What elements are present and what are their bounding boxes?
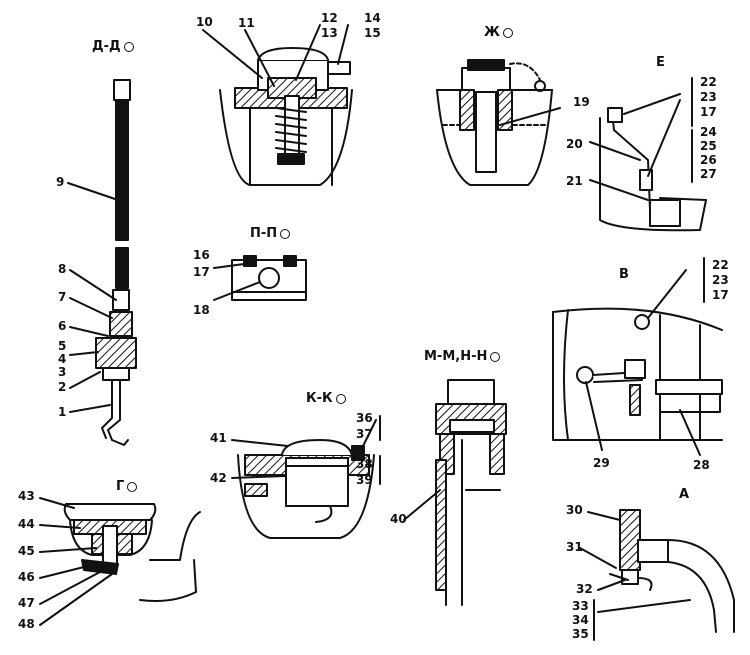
valve-cap-view — [202, 24, 353, 186]
callout-34: 34 — [572, 613, 589, 627]
callout-23: 23 — [700, 90, 717, 104]
section-text: Г — [116, 479, 125, 494]
callout-17: 17 — [700, 105, 717, 119]
callout-15: 15 — [364, 26, 381, 40]
section-circle-icon — [502, 27, 513, 38]
section-label-zh: Ж — [484, 26, 513, 39]
pipe-view — [403, 379, 507, 606]
callout-24: 24 — [700, 125, 717, 139]
callout-32: 32 — [576, 582, 593, 596]
callout-5: 5 — [58, 339, 67, 353]
section-text: К-К — [306, 391, 333, 406]
bracket-view — [589, 77, 707, 232]
clamp-view — [213, 255, 307, 301]
section-text: М-М,Н-Н — [424, 349, 488, 364]
callout-22: 22 — [712, 258, 729, 272]
section-label-e: Е — [656, 56, 665, 69]
callout-23: 23 — [712, 273, 729, 287]
callout-22: 22 — [700, 75, 717, 89]
section-label-v: В — [619, 268, 629, 281]
breather-view — [39, 497, 201, 626]
callout-43: 43 — [18, 489, 35, 503]
callout-12: 12 — [321, 11, 338, 25]
callout-16: 16 — [193, 248, 210, 262]
callout-1: 1 — [58, 405, 67, 419]
section-label-a: А — [679, 488, 689, 501]
callout-31: 31 — [566, 540, 583, 554]
callout-36: 36 — [356, 411, 373, 425]
callout-33: 33 — [572, 599, 589, 613]
callout-17: 17 — [712, 288, 729, 302]
callout-28: 28 — [693, 458, 710, 472]
callout-41: 41 — [210, 431, 227, 445]
callout-39: 39 — [356, 473, 373, 487]
callout-9: 9 — [56, 175, 65, 189]
callout-30: 30 — [566, 503, 583, 517]
callout-6: 6 — [58, 319, 67, 333]
section-text: Ж — [484, 25, 500, 40]
callout-20: 20 — [566, 137, 583, 151]
section-label-p-p: П-П — [250, 226, 291, 241]
callout-10: 10 — [196, 15, 213, 29]
callout-29: 29 — [593, 456, 610, 470]
callout-38: 38 — [356, 457, 373, 471]
callout-48: 48 — [18, 617, 35, 631]
callout-42: 42 — [210, 471, 227, 485]
callout-4: 4 — [58, 352, 67, 366]
callout-26: 26 — [700, 153, 717, 167]
section-label-d-d: Д-Д — [92, 40, 134, 53]
tank-filler-view — [436, 59, 561, 186]
callout-13: 13 — [321, 26, 338, 40]
section-label-k-k: К-К — [306, 392, 346, 405]
cab-side-view — [552, 257, 723, 456]
callout-7: 7 — [58, 290, 67, 304]
callout-2: 2 — [58, 380, 67, 394]
callout-45: 45 — [18, 544, 35, 558]
section-circle-icon — [127, 481, 138, 492]
callout-44: 44 — [18, 517, 35, 531]
callout-11: 11 — [238, 16, 255, 30]
callout-25: 25 — [700, 139, 717, 153]
section-text: Е — [656, 55, 665, 70]
section-circle-icon — [335, 393, 346, 404]
callout-40: 40 — [390, 512, 407, 526]
callout-14: 14 — [364, 11, 381, 25]
section-text: А — [679, 487, 690, 502]
section-label-g: Г — [116, 479, 138, 494]
callout-35: 35 — [572, 627, 589, 641]
callout-37: 37 — [356, 427, 373, 441]
callout-17: 17 — [193, 265, 210, 279]
callout-21: 21 — [566, 174, 583, 188]
callout-47: 47 — [18, 596, 35, 610]
callout-46: 46 — [18, 570, 35, 584]
section-circle-icon — [490, 351, 501, 362]
section-label-m-m-n-n: М-М,Н-Н — [424, 349, 501, 364]
section-circle-icon — [280, 228, 291, 239]
callout-19: 19 — [573, 95, 590, 109]
callout-3: 3 — [58, 365, 67, 379]
hose-fitting-view — [579, 509, 735, 641]
section-text: П-П — [250, 226, 278, 241]
section-circle-icon — [123, 41, 134, 52]
filler-cap-view — [231, 415, 381, 539]
dipstick-view — [67, 79, 137, 446]
callout-18: 18 — [193, 303, 210, 317]
callout-8: 8 — [58, 262, 67, 276]
callout-27: 27 — [700, 167, 717, 181]
section-text: В — [619, 267, 629, 282]
section-text: Д-Д — [92, 39, 121, 54]
